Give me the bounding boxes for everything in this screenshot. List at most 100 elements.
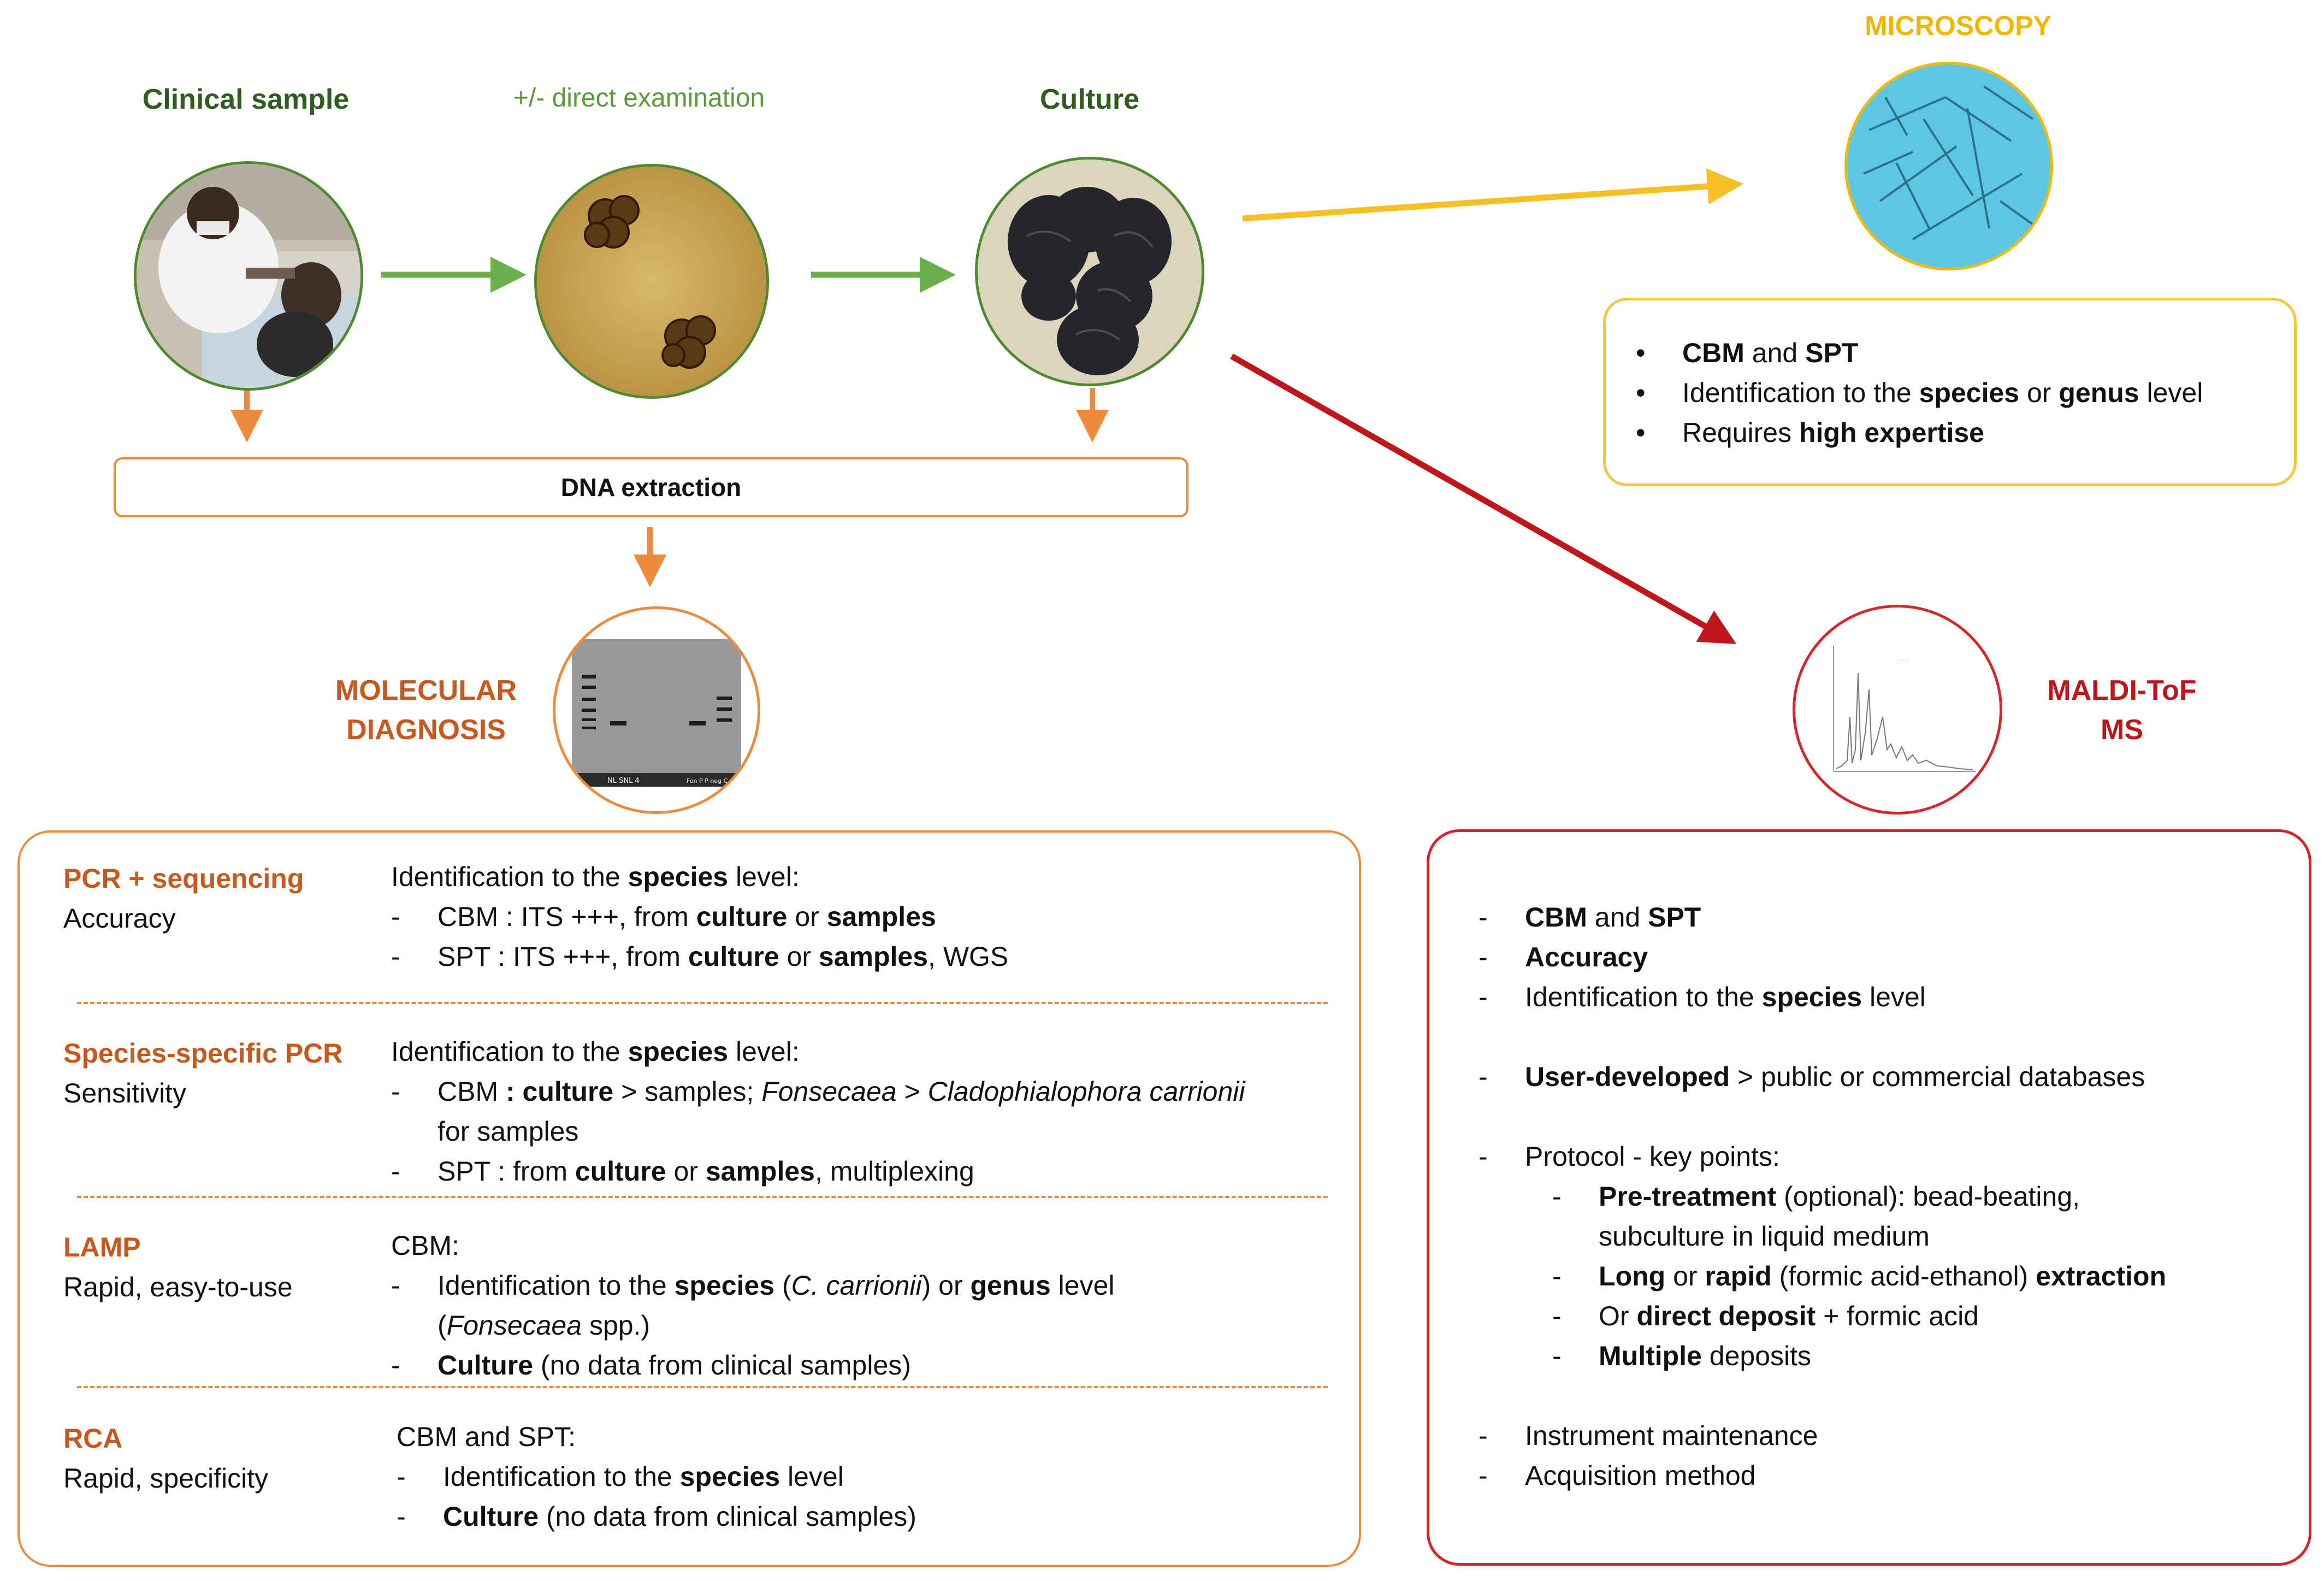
culture-image: [975, 157, 1204, 386]
text-run: : culture: [506, 1076, 614, 1107]
line-text: User-developed > public or commercial da…: [1525, 1057, 2145, 1097]
line-text: Multiple deposits: [1599, 1336, 1811, 1376]
bullet-text: Identification to the species or genus l…: [1682, 373, 2203, 413]
line-text: Identification to the species level: [1525, 977, 1926, 1017]
text-run: C. carrionii: [791, 1270, 922, 1301]
line-text: for samples: [437, 1112, 578, 1152]
dash-marker: -: [391, 901, 400, 932]
dash-marker: -: [391, 941, 400, 972]
microscopy-info-box: •CBM and SPT•Identification to the speci…: [1603, 298, 2297, 486]
arrow-culture-to-maldi: [1230, 353, 1737, 644]
line-text: Culture (no data from clinical samples): [443, 1497, 916, 1537]
description-line: Identification to the species level:: [391, 1032, 1245, 1072]
text-run: extraction: [2036, 1261, 2167, 1291]
text-run: Cladophialophora carrionii: [927, 1076, 1245, 1107]
text-run: species: [628, 1036, 729, 1067]
description-line: CBM:: [391, 1226, 1115, 1266]
microscopy-bullet-item: •CBM and SPT: [1636, 333, 2203, 373]
text-run: Long: [1599, 1261, 1666, 1291]
method-subtitle: Rapid, specificity: [63, 1463, 269, 1494]
maldi-line: -CBM and SPT: [1479, 898, 2166, 937]
text-run: Culture: [443, 1501, 539, 1532]
dash-marker: [1552, 1217, 1599, 1256]
maldi-title-line2: MS: [2101, 714, 2143, 746]
text-run: (no data from clinical samples): [533, 1350, 911, 1381]
line-text: Long or rapid (formic acid-ethanol) extr…: [1599, 1256, 2166, 1296]
line-text: CBM and SPT: [1525, 898, 1701, 937]
gel-electrophoresis-image: NL SNL 4 Fon P P neg C: [553, 606, 760, 814]
svg-text:· · ·: · · ·: [1899, 658, 1908, 664]
text-run: species: [1761, 982, 1862, 1012]
text-run: rapid: [1705, 1261, 1772, 1291]
text-run: CBM:: [391, 1230, 459, 1261]
bullet-text: Requires high expertise: [1682, 413, 1984, 453]
text-run: and: [1587, 902, 1648, 933]
dash-marker: -: [1552, 1341, 1562, 1371]
line-text: Identification to the species level: [443, 1457, 844, 1497]
text-run: >: [896, 1076, 928, 1107]
maldi-line: -Acquisition method: [1479, 1456, 2166, 1496]
dash-marker: -: [391, 1156, 400, 1187]
dna-extraction-box: DNA extraction: [114, 457, 1188, 517]
text-run: Pre-treatment: [1599, 1181, 1777, 1212]
line-text: subculture in liquid medium: [1599, 1217, 1930, 1256]
row-separator: [77, 1386, 1328, 1388]
text-run: , multiplexing: [814, 1156, 974, 1187]
text-run: genus: [2059, 377, 2139, 408]
description-line: CBM and SPT:: [397, 1417, 916, 1457]
text-run: SPT : ITS +++, from: [437, 941, 688, 972]
text-run: (optional): bead-beating,: [1776, 1181, 2080, 1212]
text-run: CBM: [1525, 902, 1587, 933]
dash-marker: -: [1552, 1261, 1562, 1291]
line-text: Identification to the species level:: [391, 1032, 800, 1072]
text-run: Multiple: [1599, 1341, 1702, 1371]
description-line: -SPT : from culture or samples, multiple…: [391, 1152, 1245, 1191]
text-run: genus: [970, 1270, 1051, 1301]
line-text: Or direct deposit + formic acid: [1599, 1296, 1979, 1336]
microscopy-image: [1844, 62, 2053, 270]
maldi-line: -Or direct deposit + formic acid: [1479, 1296, 2166, 1336]
text-run: species: [628, 862, 729, 892]
maldi-line: subculture in liquid medium: [1479, 1217, 2166, 1256]
description-line: -Culture (no data from clinical samples): [391, 1346, 1115, 1385]
text-run: Protocol - key points:: [1525, 1141, 1780, 1172]
method-title: LAMP: [63, 1232, 141, 1263]
method-title: PCR + sequencing: [63, 863, 304, 894]
line-text: CBM:: [391, 1226, 459, 1266]
text-run: culture: [696, 901, 788, 932]
description-line: -SPT : ITS +++, from culture or samples,…: [391, 937, 1008, 977]
text-run: > public or commercial databases: [1730, 1061, 2145, 1092]
text-run: SPT: [1648, 902, 1701, 933]
text-run: CBM: [1682, 338, 1745, 368]
text-run: level:: [728, 1036, 800, 1067]
text-run: , WGS: [928, 941, 1009, 972]
maldi-line: - Multiple deposits: [1479, 1336, 2166, 1376]
text-run: species: [679, 1461, 780, 1492]
maldi-line: -Pre-treatment (optional): bead-beating,: [1479, 1177, 2166, 1217]
description-line: Identification to the species level:: [391, 857, 1008, 897]
maldi-title-line1: MALDI-ToF: [2047, 675, 2197, 706]
molecular-diagnosis-title: MOLECULAR DIAGNOSIS: [306, 671, 546, 750]
maldi-line: [1479, 1017, 2166, 1057]
text-run: species: [674, 1270, 775, 1301]
text-run: Identification to the: [1525, 982, 1762, 1012]
method-title: Species-specific PCR: [63, 1038, 343, 1069]
method-description: Identification to the species level:-CBM…: [391, 857, 1008, 977]
dash-marker: -: [1479, 1420, 1488, 1451]
line-text: Accuracy: [1525, 937, 1648, 977]
maldi-spectrum-image: · · ·: [1793, 605, 2002, 815]
text-run: samples: [705, 1156, 815, 1187]
description-line: for samples: [391, 1112, 1245, 1152]
text-run: level: [2139, 377, 2203, 408]
dash-marker: -: [1479, 1460, 1488, 1491]
maldi-line: -Protocol - key points:: [1479, 1137, 2166, 1177]
text-run: direct deposit: [1636, 1301, 1816, 1331]
text-run: samples: [818, 941, 929, 972]
maldi-line: -Instrument maintenance: [1479, 1416, 2166, 1456]
direct-examination-image: [534, 164, 769, 399]
dash-marker: -: [391, 1076, 400, 1107]
description-line: (Fonsecaea spp.): [391, 1306, 1115, 1346]
text-run: Requires: [1682, 417, 1799, 448]
